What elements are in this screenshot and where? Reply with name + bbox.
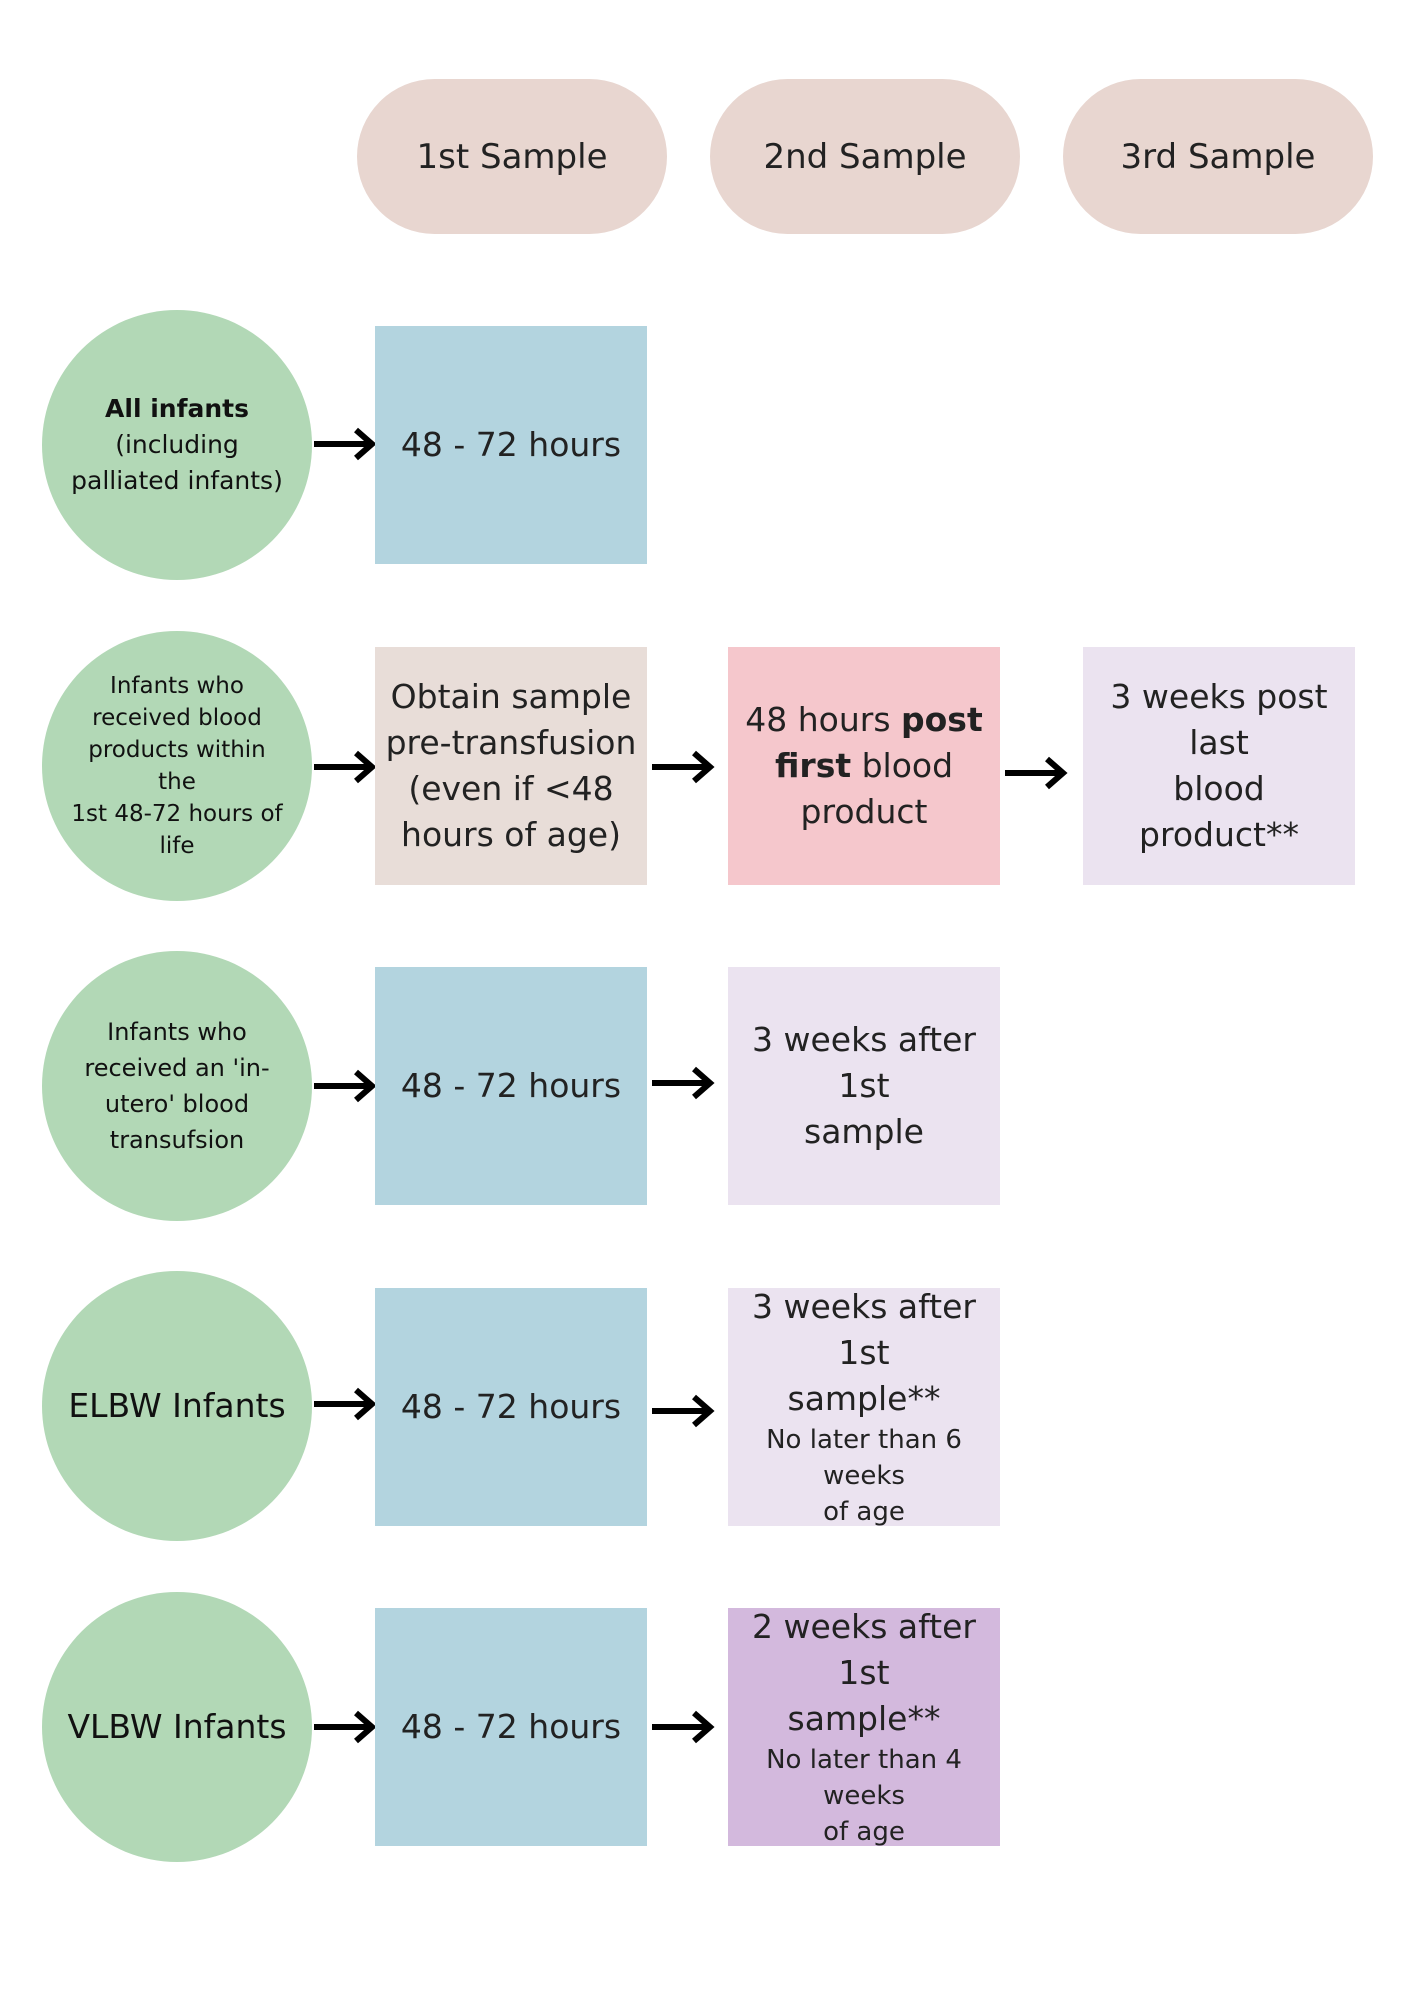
row2-second-sample: 48 hours post first blood product [728, 647, 1000, 885]
arrow-right-icon [314, 1069, 377, 1103]
box-text-line: 48 - 72 hours [400, 425, 622, 464]
group-label-line: All infants [105, 394, 249, 423]
arrow-right-icon [652, 1066, 715, 1100]
box-text-line: hours of age) [401, 815, 621, 854]
group-label-line: VLBW Infants [67, 1707, 287, 1746]
group-all-infants: All infants (including palliated infants… [42, 310, 312, 580]
row5-first-sample: 48 - 72 hours [375, 1608, 647, 1846]
box-text-line: sample** [787, 1379, 941, 1418]
box-text-line: first blood [774, 746, 954, 785]
row3-second-sample: 3 weeks after 1st sample [728, 967, 1000, 1205]
group-label-line: received an 'in- [84, 1054, 270, 1082]
arrow-right-icon [314, 427, 377, 461]
arrow-right-icon [314, 1710, 377, 1744]
box-text-line: 2 weeks after 1st [752, 1607, 976, 1692]
row2-third-sample: 3 weeks post last blood product** [1083, 647, 1355, 885]
arrow-right-icon [652, 1394, 715, 1428]
group-label-line: transufsion [109, 1126, 245, 1154]
row5-second-sample: 2 weeks after 1st sample** No later than… [728, 1607, 1000, 1847]
row1-first-sample: 48 - 72 hours [375, 326, 647, 564]
box-subtext-line: No later than 6 weeks [766, 1425, 962, 1491]
group-label-line: 1st 48-72 hours of [71, 801, 283, 827]
box-text-line: 3 weeks post last [1110, 677, 1328, 762]
group-label-line: (including [115, 430, 239, 459]
box-subtext-line: No later than 4 weeks [766, 1745, 962, 1811]
arrow-right-icon [1005, 756, 1068, 790]
box-text-line: 48 - 72 hours [400, 1707, 622, 1746]
group-label-line: Infants who [110, 673, 244, 699]
arrow-right-icon [652, 750, 715, 784]
group-in-utero-transfusion: Infants who received an 'in- utero' bloo… [42, 951, 312, 1221]
group-label-line: palliated infants) [71, 466, 283, 495]
row4-first-sample: 48 - 72 hours [375, 1288, 647, 1526]
header-2nd-sample: 2nd Sample [710, 79, 1020, 234]
box-subtext-line: of age [823, 1497, 905, 1527]
arrow-right-icon [314, 1387, 377, 1421]
box-text-line: blood product** [1139, 769, 1299, 854]
box-text-line: product [800, 792, 928, 831]
group-label-line: life [159, 833, 195, 859]
box-text-line: 48 - 72 hours [400, 1066, 622, 1105]
box-text-line: 48 hours post [745, 700, 983, 739]
arrow-right-icon [652, 1710, 715, 1744]
group-label-line: received blood [92, 705, 262, 731]
group-label-line: products within the [88, 737, 266, 795]
group-received-blood-products: Infants who received blood products with… [42, 631, 312, 901]
box-text-line: (even if <48 [408, 769, 614, 808]
group-vlbw-infants: VLBW Infants [42, 1592, 312, 1862]
header-1st-sample: 1st Sample [357, 79, 667, 234]
arrow-right-icon [314, 750, 377, 784]
box-text-line: sample [804, 1112, 924, 1151]
row4-second-sample: 3 weeks after 1st sample** No later than… [728, 1287, 1000, 1527]
group-label-line: ELBW Infants [68, 1386, 286, 1425]
box-text-line: 48 - 72 hours [400, 1387, 622, 1426]
box-text-line: sample** [787, 1699, 941, 1738]
group-label-line: utero' blood [104, 1090, 250, 1118]
row3-first-sample: 48 - 72 hours [375, 967, 647, 1205]
box-text-line: 3 weeks after 1st [752, 1287, 976, 1372]
row2-first-sample: Obtain sample pre-transfusion (even if <… [375, 647, 647, 885]
group-elbw-infants: ELBW Infants [42, 1271, 312, 1541]
header-3rd-sample: 3rd Sample [1063, 79, 1373, 234]
box-text-line: pre-transfusion [385, 723, 637, 762]
box-subtext-line: of age [823, 1817, 905, 1847]
box-text-line: 3 weeks after 1st [752, 1020, 976, 1105]
group-label-line: Infants who [107, 1018, 247, 1046]
box-text-line: Obtain sample [390, 677, 632, 716]
